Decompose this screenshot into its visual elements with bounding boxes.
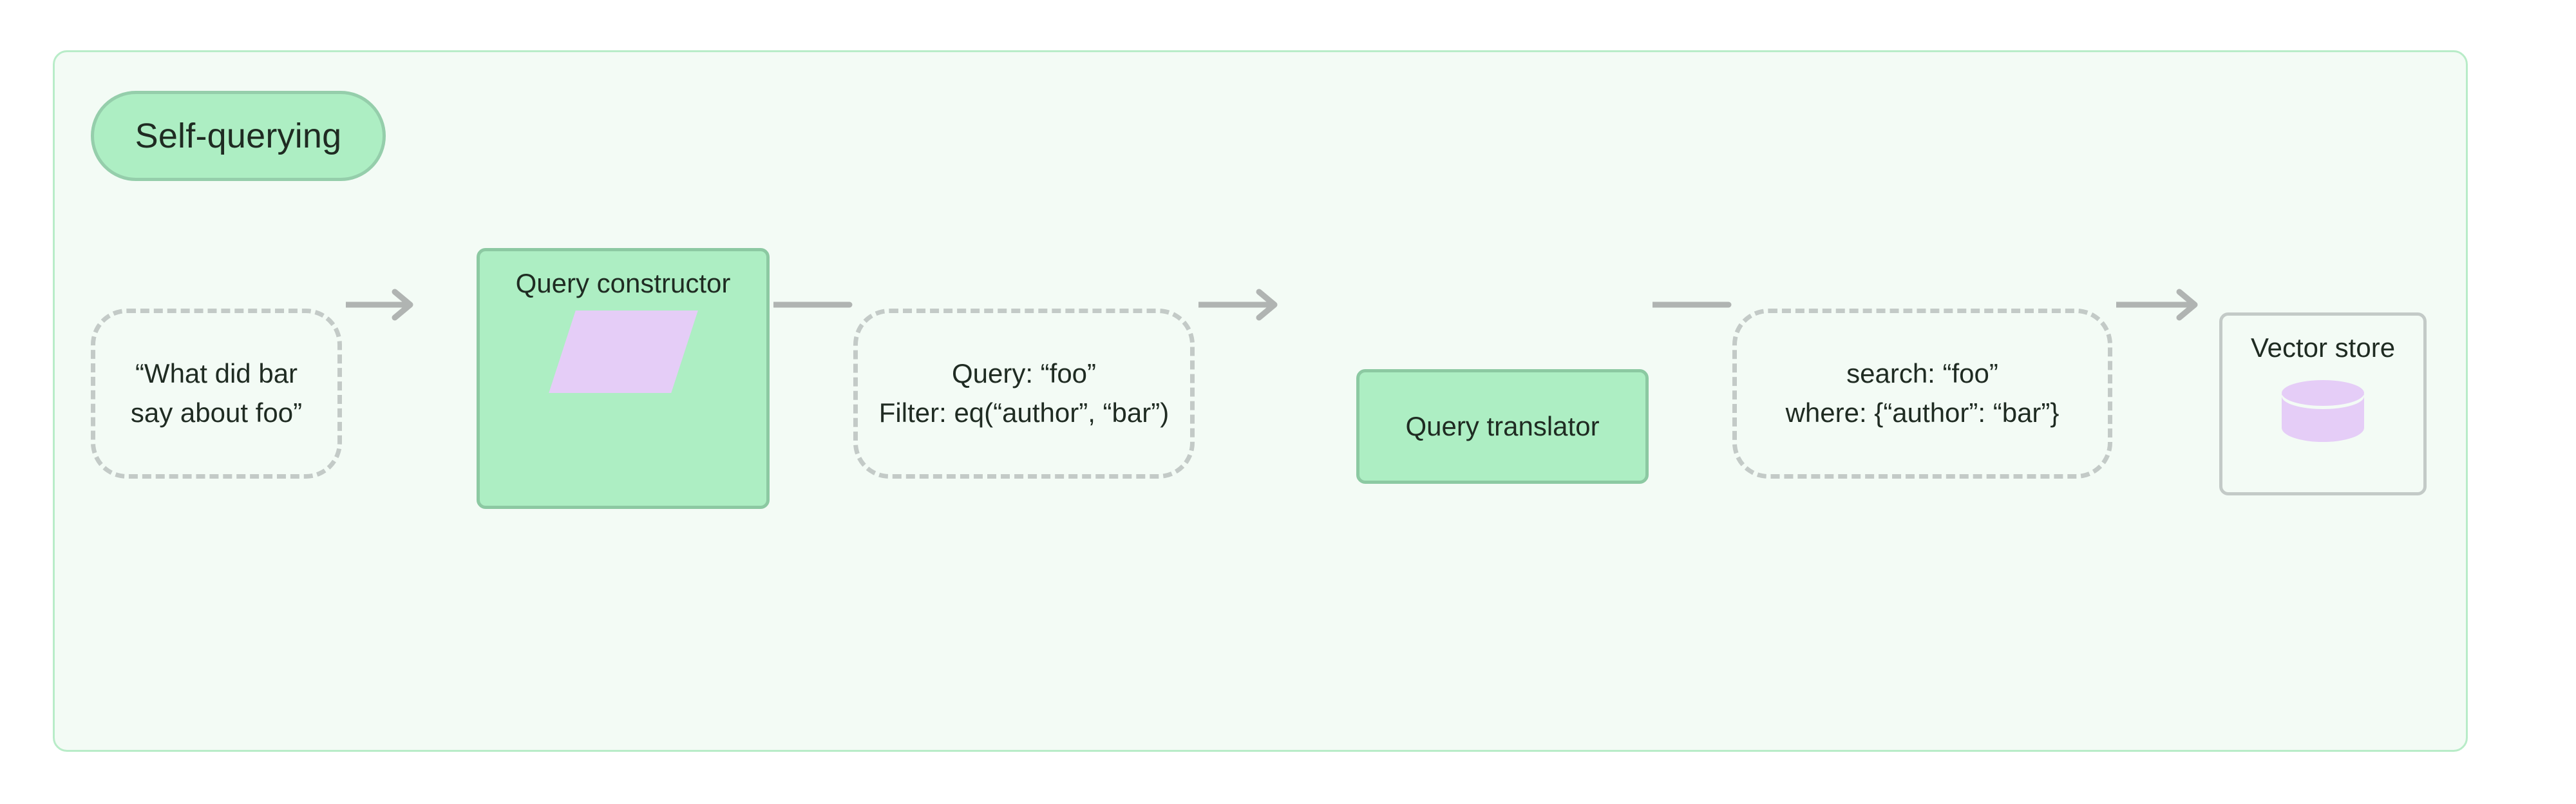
subgraph-title-pill: Self-querying (91, 91, 386, 181)
node-query-constructor[interactable]: Query constructor (477, 248, 770, 509)
database-cylinder-icon (2282, 380, 2364, 447)
node-user-question[interactable]: “What did bar say about foo” (91, 309, 342, 479)
node-native-query-line-1: search: “foo” (1846, 358, 1998, 389)
node-vector-store-label: Vector store (2250, 332, 2396, 363)
node-user-question-line-2: say about foo” (130, 397, 303, 428)
node-structured-query-line-1: Query: “foo” (951, 358, 1097, 389)
node-vector-store[interactable]: Vector store (2219, 312, 2427, 495)
node-structured-query[interactable]: Query: “foo” Filter: eq(“author”, “bar”) (853, 309, 1195, 479)
edge-native-query-to-vector-store (2116, 285, 2202, 324)
node-query-translator[interactable]: Query translator (1356, 369, 1649, 484)
edge-user-question-to-query-constructor (346, 285, 418, 324)
self-querying-subgraph: Self-querying “What did bar say about fo… (53, 50, 2468, 752)
edge-structured-query-to-query-translator (1198, 285, 1282, 324)
edge-query-translator-to-native-query (1653, 285, 1732, 324)
cylinder-top (2282, 380, 2364, 406)
subgraph-title-label: Self-querying (135, 117, 342, 155)
node-user-question-line-1: “What did bar (135, 358, 298, 389)
node-structured-query-line-2: Filter: eq(“author”, “bar”) (878, 397, 1170, 428)
parallelogram-icon (548, 311, 698, 393)
node-query-constructor-label: Query constructor (515, 268, 731, 298)
node-native-query[interactable]: search: “foo” where: {“author”: “bar”} (1732, 309, 2112, 479)
edge-query-constructor-to-structured-query (773, 285, 853, 324)
node-native-query-line-2: where: {“author”: “bar”} (1785, 397, 2060, 428)
node-query-translator-label: Query translator (1405, 411, 1600, 441)
